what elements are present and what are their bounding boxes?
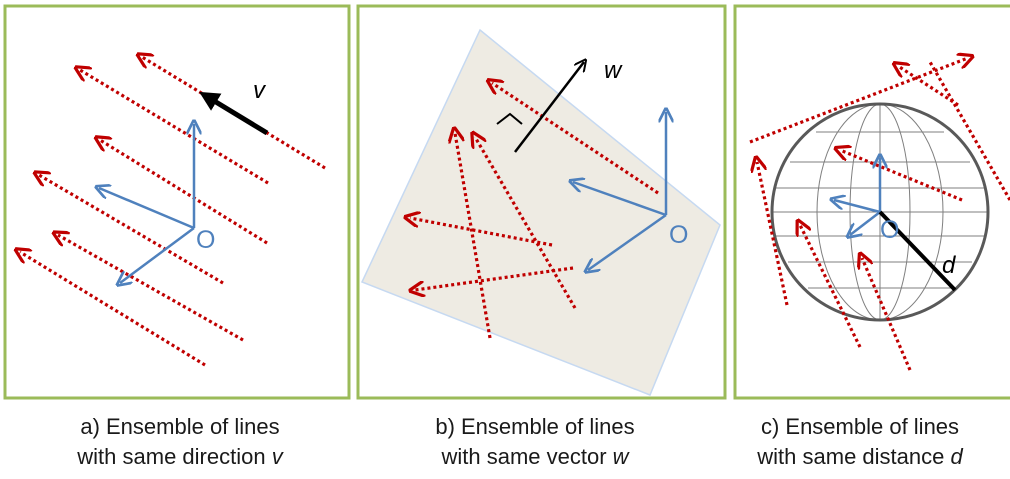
vector-label-v: v: [253, 77, 267, 104]
tangent-line: [749, 58, 968, 144]
caption-a-line2: with same direction v: [77, 444, 283, 469]
tangent-line: [757, 162, 789, 306]
direction-vector-v: [199, 91, 269, 136]
plane: [360, 28, 721, 396]
panel-b-plane-lines: [410, 83, 659, 339]
tangent-line: [800, 225, 862, 348]
axis-y: [588, 213, 667, 270]
tangent-line: [862, 258, 912, 371]
caption-c: c) Ensemble of lines with same distance …: [695, 412, 1010, 472]
parallel-line: [100, 140, 268, 245]
caption-a-line1: a) Ensemble of lines: [80, 414, 280, 439]
caption-b: b) Ensemble of lines with same vector w: [370, 412, 700, 472]
distance-d: [878, 210, 957, 292]
panel-a-axes: [99, 124, 194, 283]
axis-x: [573, 182, 667, 217]
normal-vector-w: [514, 62, 584, 153]
parallel-line: [80, 70, 269, 185]
tangent-line: [840, 150, 963, 202]
caption-b-line1: b) Ensemble of lines: [435, 414, 635, 439]
axis-x: [834, 200, 881, 214]
tangent-line: [928, 61, 1010, 201]
panel-b: w O: [356, 4, 727, 400]
caption-c-line2: with same distance d: [757, 444, 963, 469]
plane-line: [410, 218, 553, 247]
panel-c-tangent-lines: [749, 58, 1010, 371]
panel-c: O d: [733, 4, 1010, 400]
origin-label: O: [880, 216, 899, 244]
origin-label: O: [669, 221, 688, 249]
parallel-line: [20, 252, 206, 367]
distance-label-d: d: [942, 252, 956, 279]
panel-a: v O: [3, 4, 351, 400]
caption-a: a) Ensemble of lines with same direction…: [15, 412, 345, 472]
panel-c-frame: [733, 4, 1010, 400]
panel-a-parallel-lines: [20, 57, 326, 367]
axis-x: [99, 188, 195, 230]
panel-a-frame: [3, 4, 351, 400]
caption-b-line2: with same vector w: [441, 444, 629, 469]
panel-c-axes: [834, 158, 880, 235]
caption-c-line1: c) Ensemble of lines: [760, 414, 960, 439]
sphere-outline: [770, 102, 990, 322]
panel-b-axes: [573, 112, 666, 270]
axis-y: [120, 226, 195, 283]
plane-line: [455, 133, 492, 339]
origin-label: O: [196, 226, 215, 254]
axis-y: [850, 211, 881, 235]
vector-label-w: w: [604, 57, 623, 84]
right-angle-mark: [496, 112, 523, 125]
plane-line: [415, 266, 574, 290]
